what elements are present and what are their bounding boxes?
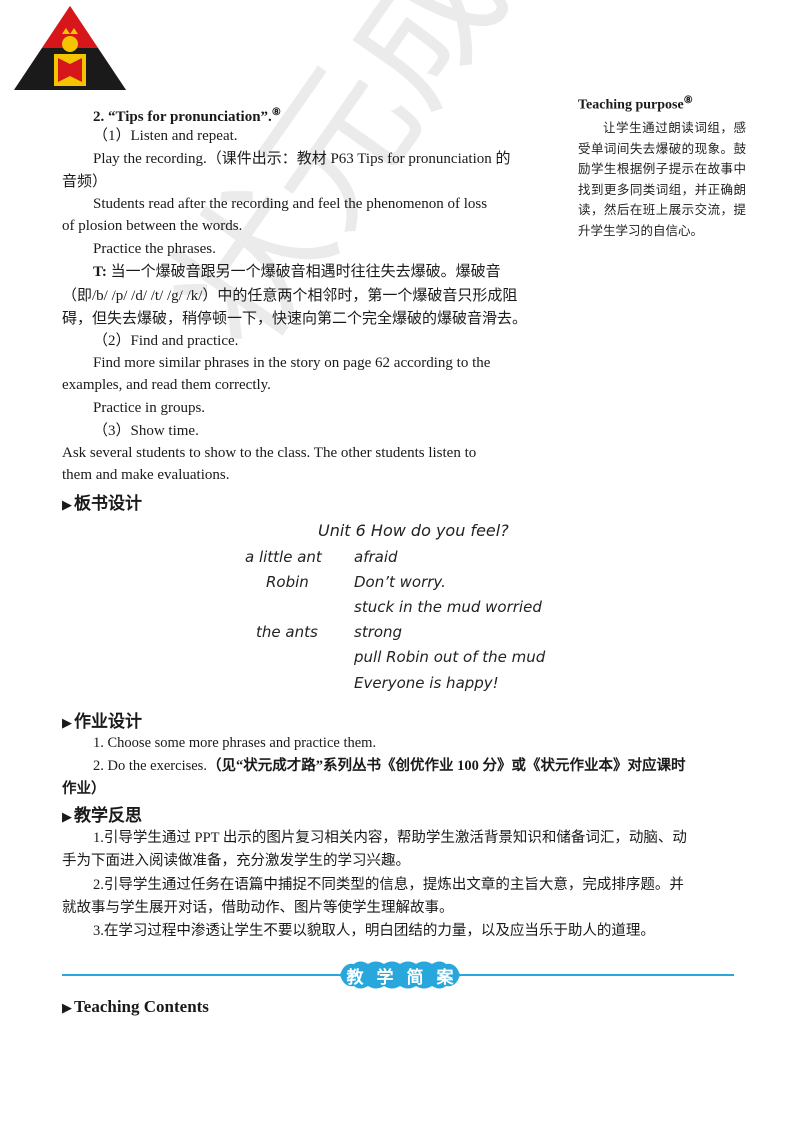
board-heading: ▶板书设计 [62, 489, 142, 514]
teaching-contents-heading: ▶Teaching Contents [62, 997, 209, 1017]
homework-heading-text: 作业设计 [74, 712, 142, 731]
sidebar-title-text: Teaching purpose [578, 97, 684, 113]
homework-item-2-b: （见“状元成才路”系列丛书《创优作业 100 分》或《状元作业本》对应课时 [206, 758, 686, 774]
step-1: （1）Listen and repeat. [93, 128, 238, 144]
teaching-contents-text: Teaching Contents [74, 997, 209, 1016]
board-right-1: afraid [354, 548, 398, 566]
triangle-bullet-icon: ▶ [62, 497, 72, 512]
tips-note-mark: ⑧ [271, 107, 281, 118]
tips-heading: 2. “Tips for pronunciation”.⑧ [93, 103, 281, 127]
homework-heading: ▶作业设计 [62, 707, 142, 732]
t-label: T: [93, 264, 107, 280]
board-title: Unit 6 How do you feel? [318, 521, 509, 540]
ask-line-1: Ask several students to show to the clas… [62, 445, 477, 461]
board-left-2: Robin [266, 573, 309, 591]
banner-char-4: 案 [436, 968, 454, 988]
triangle-bullet-icon: ▶ [62, 715, 72, 730]
tips-heading-text: 2. “Tips for pronunciation”. [93, 109, 272, 125]
t-line-1-text: 当一个爆破音跟另一个爆破音相遇时往往失去爆破。爆破音 [106, 264, 501, 280]
sidebar-text: 让学生通过朗读词组，感受单词间失去爆破的现象。鼓励学生根据例子提示在故事中找到更… [578, 121, 746, 238]
triangle-bullet-icon: ▶ [62, 809, 72, 824]
students-line-2: of plosion between the words. [62, 218, 243, 234]
ask-line-2: them and make evaluations. [62, 467, 230, 483]
t-line-2: （即/b/ /p/ /d/ /t/ /g/ /k/）中的任意两个相邻时，第一个爆… [62, 288, 518, 304]
reflection-p3: 3.在学习过程中渗透让学生不要以貌取人，明白团结的力量，以及应当乐于助人的道理。 [93, 923, 655, 939]
play-line-2: 音频） [62, 174, 108, 190]
board-right-6: Everyone is happy! [354, 674, 499, 692]
board-left-1: a little ant [245, 548, 322, 566]
step-3: （3）Show time. [93, 423, 199, 439]
find-line-1: Find more similar phrases in the story o… [93, 355, 491, 371]
banner-char-3: 简 [406, 968, 424, 988]
board-right-3: stuck in the mud worried [354, 598, 542, 616]
board-right-4: strong [354, 623, 403, 641]
step-2: （2）Find and practice. [93, 333, 239, 349]
reflection-heading: ▶教学反思 [62, 801, 142, 826]
t-line-1: T: 当一个爆破音跟另一个爆破音相遇时往往失去爆破。爆破音 [93, 262, 501, 282]
reflection-p2-line-2: 就故事与学生展开对话，借助动作、图片等使学生理解故事。 [62, 900, 454, 916]
board-right-5: pull Robin out of the mud [354, 648, 546, 666]
homework-item-1: 1. Choose some more phrases and practice… [93, 735, 377, 751]
banner-char-2: 学 [376, 968, 394, 988]
banner-bubbles [340, 960, 460, 990]
practice-groups: Practice in groups. [93, 400, 206, 416]
banner-char-1: 教 [346, 968, 364, 988]
find-line-2: examples, and read them correctly. [62, 377, 271, 393]
publisher-logo [12, 4, 128, 92]
practice-phrases: Practice the phrases. [93, 241, 216, 257]
sidebar-title: Teaching purpose⑧ [578, 95, 693, 114]
reflection-heading-text: 教学反思 [74, 806, 142, 825]
board-heading-text: 板书设计 [74, 494, 142, 513]
t-line-3: 碍，但失去爆破，稍停顿一下，快速向第二个完全爆破的爆破音滑去。 [62, 311, 528, 327]
homework-item-2: 2. Do the exercises.（见“状元成才路”系列丛书《创优作业 1… [93, 756, 685, 776]
students-line-1: Students read after the recording and fe… [93, 196, 488, 212]
banner-label: 教 学 简 案 [340, 963, 460, 988]
play-line-1: Play the recording.（课件出示：教材 P63 Tips for… [93, 151, 511, 167]
triangle-bullet-icon: ▶ [62, 1000, 72, 1015]
reflection-p1-line-2: 手为下面进入阅读做准备，充分激发学生的学习兴趣。 [62, 853, 410, 869]
homework-item-2-a: 2. Do the exercises. [93, 758, 207, 774]
board-left-3: the ants [256, 623, 318, 641]
reflection-p2-line-1: 2.引导学生通过任务在语篇中捕捉不同类型的信息，提炼出文章的主旨大意，完成排序题… [93, 877, 684, 893]
homework-item-2-c: 作业） [62, 781, 106, 797]
reflection-p1-line-1: 1.引导学生通过 PPT 出示的图片复习相关内容，帮助学生激活背景知识和储备词汇… [93, 830, 687, 846]
sidebar-note-mark: ⑧ [683, 95, 693, 106]
board-right-2: Don’t worry. [354, 573, 446, 591]
